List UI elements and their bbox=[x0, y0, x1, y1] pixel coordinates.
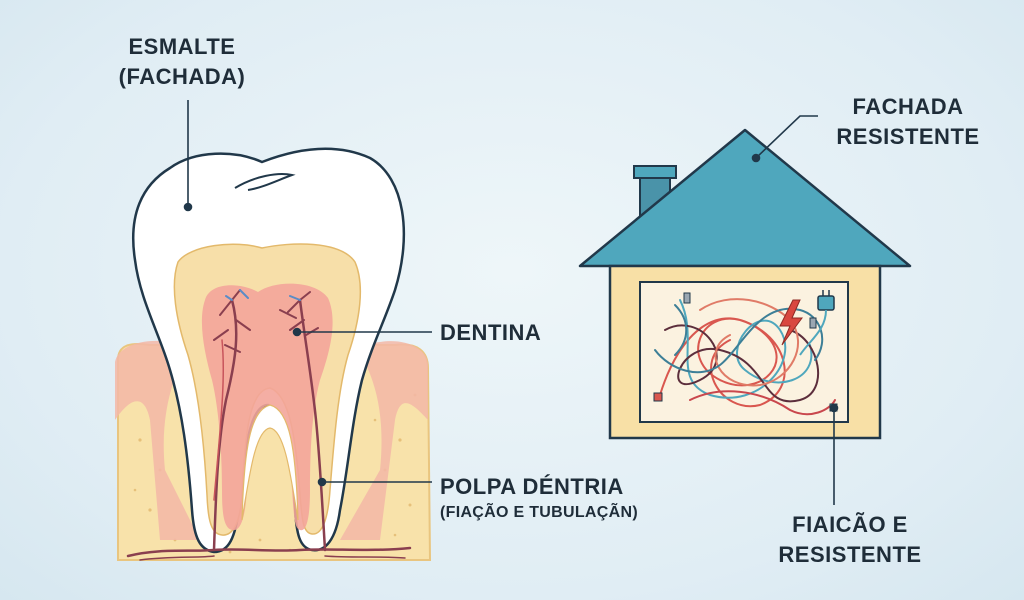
lightning-bolt-icon bbox=[779, 299, 803, 346]
label-polpa: POLPA DÉNTRIA (FIAÇÃO E TUBULAÇÃN) bbox=[440, 472, 638, 524]
house-leader-lines bbox=[751, 115, 839, 505]
tooth-illustration bbox=[115, 100, 432, 561]
tooth-leader-lines bbox=[183, 100, 432, 487]
label-esmalte-line-2: (FACHADA) bbox=[118, 64, 246, 89]
root-gap bbox=[241, 404, 299, 521]
gum bbox=[115, 340, 428, 540]
electrical-plug-icon bbox=[799, 290, 835, 356]
label-polpa-subtitle: (FIAÇÃO E TUBULAÇÃN) bbox=[440, 504, 638, 521]
label-fachada-line-2: RESISTENTE bbox=[836, 124, 980, 149]
wiring-panel bbox=[639, 281, 849, 423]
label-dentina-text: DENTINA bbox=[440, 320, 542, 345]
label-dentina: DENTINA bbox=[440, 318, 541, 348]
chimney-cap bbox=[633, 165, 677, 179]
house-illustration bbox=[578, 115, 912, 505]
enamel-highlight bbox=[234, 173, 296, 191]
label-fiacao-resistente: FIAICÃO E RESISTENTE bbox=[755, 510, 945, 570]
label-fachada-line-1: FACHADA bbox=[852, 94, 964, 119]
tangled-wires bbox=[654, 298, 836, 416]
label-esmalte-line-1: ESMALTE bbox=[128, 34, 236, 59]
label-polpa-title: POLPA DÉNTRIA bbox=[440, 474, 624, 499]
nerves bbox=[126, 289, 412, 561]
label-fiacao-line-1: FIAICÃO E bbox=[792, 512, 908, 537]
label-fiacao-line-2: RESISTENTE bbox=[778, 542, 922, 567]
label-esmalte: ESMALTE (FACHADA) bbox=[92, 32, 272, 92]
label-fachada-resistente: FACHADA RESISTENTE bbox=[818, 92, 998, 152]
